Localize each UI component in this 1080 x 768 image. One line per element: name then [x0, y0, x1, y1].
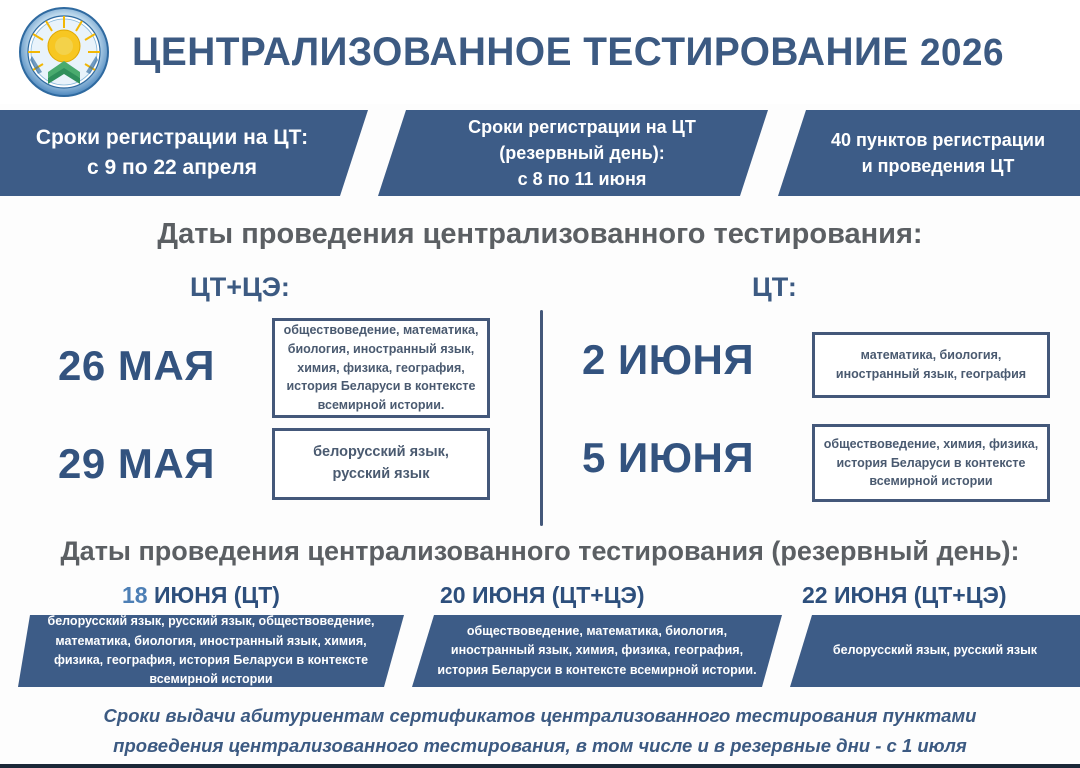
page-title-text: ЦЕНТРАЛИЗОВАННОЕ ТЕСТИРОВАНИЕ [132, 29, 909, 74]
page-title-year: 2026 [919, 31, 1004, 74]
page-title: ЦЕНТРАЛИЗОВАННОЕ ТЕСТИРОВАНИЕ 2026 [132, 30, 1004, 75]
reserve-date-22-rest: ИЮНЯ (ЦТ+ЦЭ) [827, 582, 1007, 608]
date-26-may: 26 МАЯ [58, 342, 215, 389]
subjects-box-2-june: математика, биология, иностранный язык, … [812, 332, 1050, 398]
subjects-box-5-june: обществоведение, химия, физика, история … [812, 424, 1050, 502]
reserve-date-20-june: 20 ИЮНЯ (ЦТ+ЦЭ) [440, 582, 645, 609]
reserve-date-18-number: 18 [122, 582, 148, 608]
band-seg1-line2: с 9 по 22 апреля [86, 156, 258, 179]
band-seg3-line2: и проведения ЦТ [861, 156, 1015, 176]
band-segment-registration-dates: Сроки регистрации на ЦТ: с 9 по 22 апрел… [0, 110, 368, 196]
subjects-box-26-may: обществоведение, математика, биология, и… [272, 318, 490, 418]
band-seg2-line2: (резервный день): [499, 142, 665, 163]
reserve-section-heading: Даты проведения централизованного тестир… [60, 536, 1020, 566]
reserve-subjects-box-22-june: белорусский язык, русский язык [790, 615, 1080, 687]
reserve-date-22-number: 22 [802, 582, 828, 608]
band-seg2-line1: Сроки регистрации на ЦТ [468, 116, 696, 137]
footer-line-1: Сроки выдачи абитуриентам сертификатов ц… [103, 705, 977, 727]
footer-note: Сроки выдачи абитуриентам сертификатов ц… [0, 700, 1080, 762]
reserve-date-20-number: 20 [440, 582, 466, 608]
column-label-ct-ce: ЦТ+ЦЭ: [190, 272, 290, 302]
date-2-june: 2 ИЮНЯ [582, 336, 755, 383]
footer-line-2: проведения централизованного тестировани… [113, 735, 967, 756]
column-label-ct: ЦТ: [752, 272, 797, 302]
reserve-date-20-rest: ИЮНЯ (ЦТ+ЦЭ) [465, 582, 645, 608]
date-5-june: 5 ИЮНЯ [582, 434, 755, 481]
reserve-date-18-rest: ИЮНЯ (ЦТ) [147, 582, 280, 608]
column-divider [540, 310, 543, 526]
main-section-heading: Даты проведения централизованного тестир… [157, 218, 923, 250]
band-segment-centers-count: 40 пунктов регистрации и проведения ЦТ [778, 110, 1080, 196]
band-seg2-line3: с 8 по 11 июня [517, 169, 647, 190]
reserve-subjects-box-18-june: белорусский язык, русский язык, общество… [18, 615, 404, 687]
band-segment-reserve-registration: Сроки регистрации на ЦТ (резервный день)… [378, 110, 768, 196]
band-seg3-line1: 40 пунктов регистрации [830, 129, 1046, 150]
band-seg1-line1: Сроки регистрации на ЦТ: [35, 125, 309, 149]
bottom-rule [0, 764, 1080, 768]
date-29-may: 29 МАЯ [58, 440, 215, 487]
ministry-emblem-icon [18, 6, 110, 98]
reserve-date-22-june: 22 ИЮНЯ (ЦТ+ЦЭ) [802, 582, 1007, 609]
header: ЦЕНТРАЛИЗОВАННОЕ ТЕСТИРОВАНИЕ 2026 [0, 0, 1080, 104]
reserve-subjects-box-20-june: обществоведение, математика, биология, и… [412, 615, 782, 687]
registration-band: Сроки регистрации на ЦТ: с 9 по 22 апрел… [0, 110, 1080, 196]
subjects-box-29-may: белорусский язык, русский язык [272, 428, 490, 500]
reserve-date-18-june: 18 ИЮНЯ (ЦТ) [122, 582, 280, 609]
